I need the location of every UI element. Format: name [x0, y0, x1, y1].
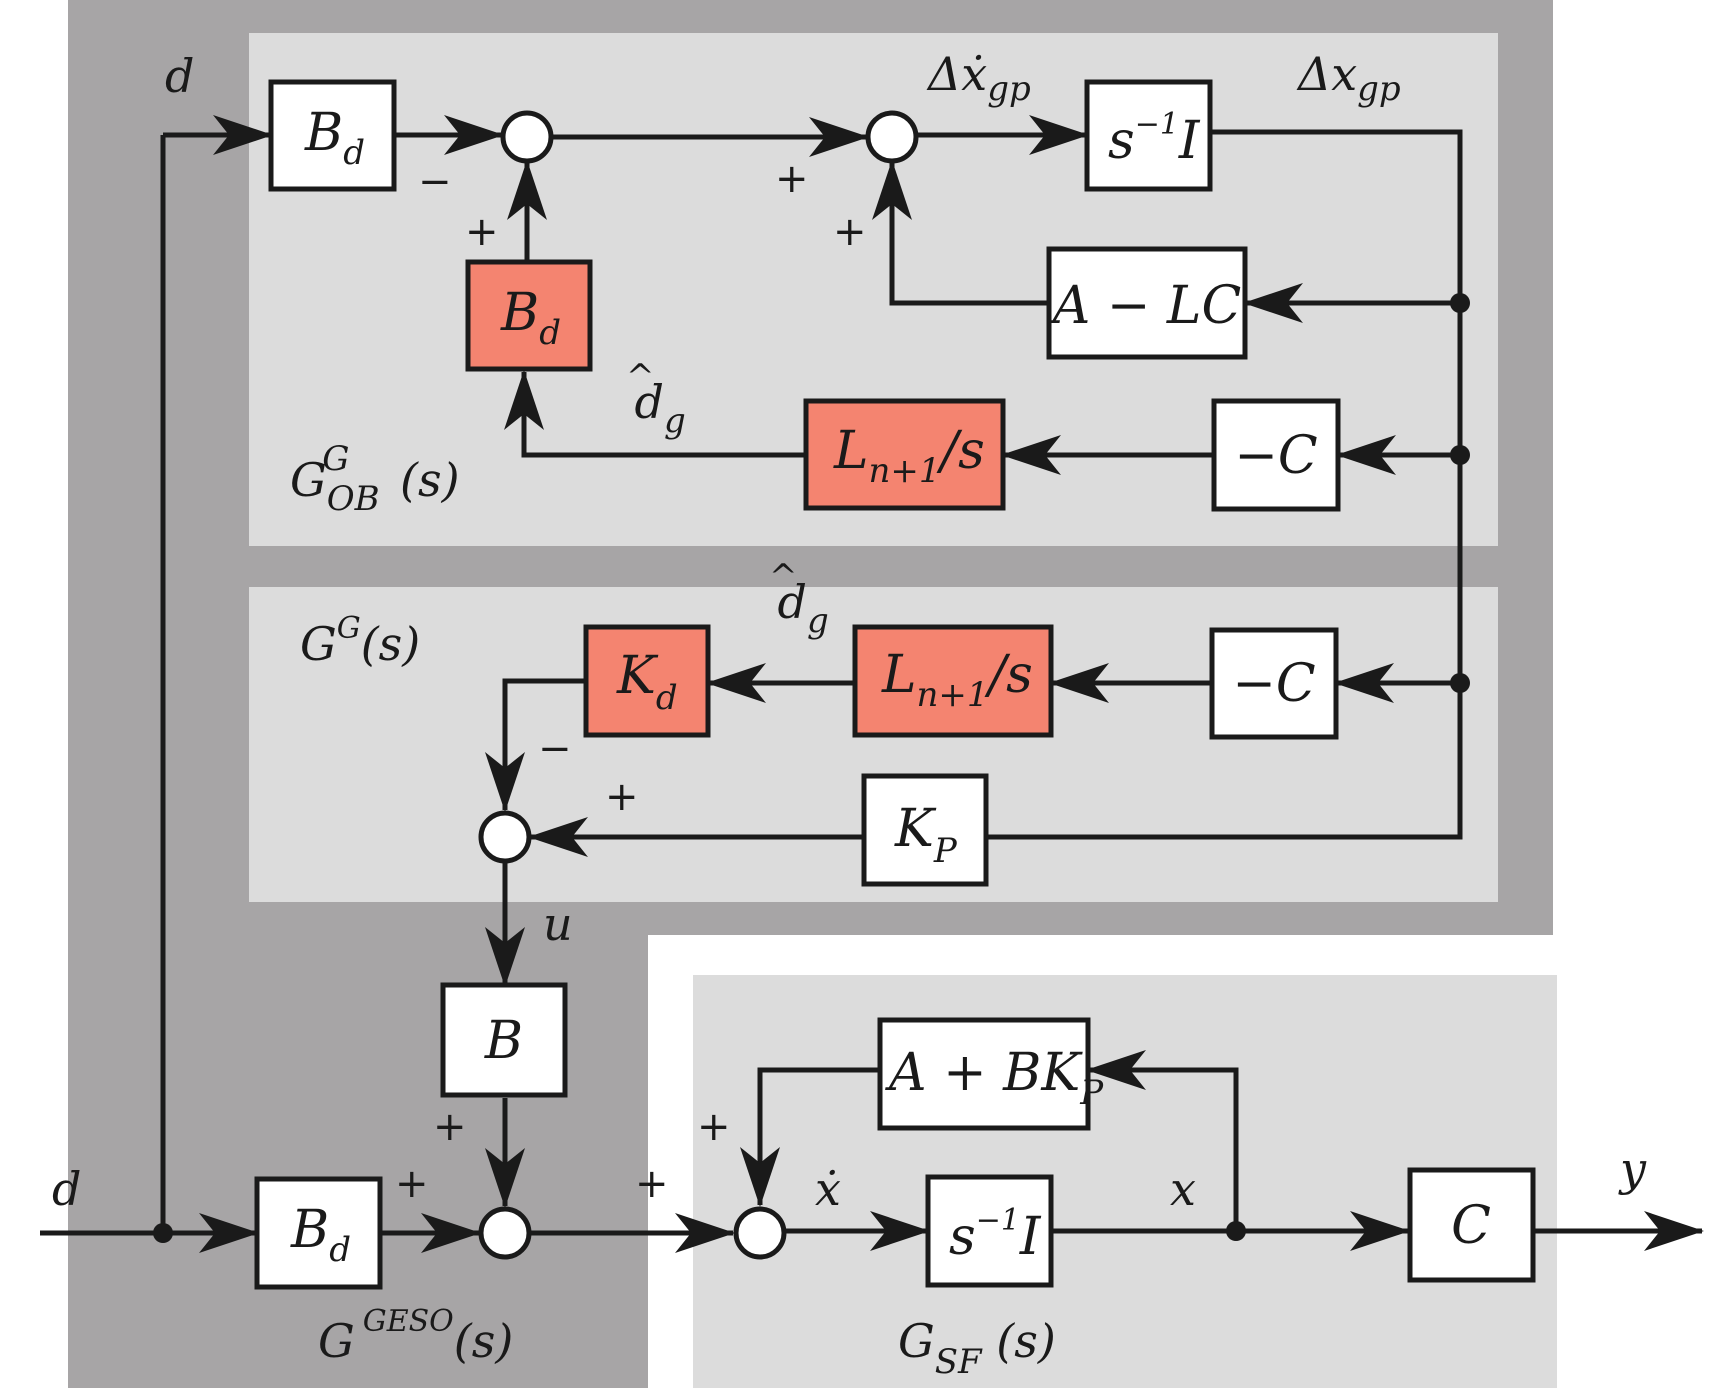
- signal-u: u: [543, 897, 573, 951]
- signal-d-top: d: [165, 49, 194, 103]
- wire-integrator-out: [984, 129, 1463, 840]
- block-minus-c-top: [1211, 398, 1341, 512]
- block-bd-top: [268, 79, 397, 192]
- junction-dot: [1226, 1221, 1246, 1241]
- block-ln1-top-label: Ln+1/s: [833, 421, 985, 491]
- sum-junction-1: [500, 110, 554, 164]
- sign-sum1-bottom: +: [465, 209, 499, 255]
- block-minus-c-top-label: −C: [1234, 426, 1317, 486]
- sign-sum4-left: +: [395, 1161, 429, 1207]
- block-a-minus-lc-label: A − LC: [1049, 276, 1242, 336]
- block-minus-c-mid: [1209, 627, 1339, 740]
- sign-sum5-left: +: [635, 1161, 669, 1207]
- block-integrator-bottom: [925, 1174, 1054, 1288]
- block-kp-label: KP: [894, 799, 958, 871]
- block-ln1-mid-label: Ln+1/s: [881, 645, 1033, 715]
- wire-ln1-top-to-bd: [504, 370, 806, 458]
- block-c-label: C: [1451, 1196, 1491, 1256]
- region-label-gain: GG(s): [300, 611, 420, 671]
- block-b-label: B: [484, 1011, 523, 1071]
- block-minus-c-mid-label: −C: [1232, 654, 1315, 714]
- block-bd-bottom: [254, 1176, 383, 1290]
- signal-y: y: [1618, 1142, 1647, 1196]
- block-bd-bottom-label: Bd: [290, 1200, 351, 1270]
- block-bd-feedback: [465, 259, 593, 372]
- junction-dot: [1450, 293, 1470, 313]
- block-a-plus-bkp: [877, 1017, 1091, 1131]
- wire-kd-to-sum3: [485, 678, 586, 812]
- block-a-minus-lc: [1046, 246, 1248, 360]
- signal-d-hat-mid: ^dg: [769, 557, 829, 641]
- block-integrator-top-label: s−1I: [1108, 107, 1201, 171]
- sum-junction-3: [478, 810, 532, 864]
- block-kd: [583, 624, 711, 738]
- signal-d-hat-top: ^dg: [626, 357, 686, 441]
- block-integrator-top: [1084, 79, 1213, 192]
- signal-x: x: [1170, 1162, 1196, 1216]
- block-ln1-mid: [852, 624, 1054, 738]
- sum-junction-5: [733, 1206, 787, 1260]
- block-b: [440, 982, 568, 1098]
- sign-sum2-left: +: [775, 156, 809, 202]
- block-bd-top-label: Bd: [304, 103, 365, 173]
- junction-dot: [1450, 673, 1470, 693]
- signal-x-dot: ẋ: [815, 1162, 841, 1216]
- sign-sum2-bottom: +: [833, 209, 867, 255]
- block-bd-feedback-label: Bd: [500, 283, 561, 353]
- sum-junction-2: [865, 110, 919, 164]
- block-a-plus-bkp-label: A + BKP: [885, 1043, 1104, 1113]
- signal-d-bottom: d: [52, 1162, 81, 1216]
- sign-sum3-top: −: [538, 726, 572, 772]
- sign-sum3-right: +: [605, 774, 639, 820]
- block-integrator-bottom-label: s−1I: [949, 1203, 1042, 1267]
- sign-sum1-left: −: [418, 159, 452, 205]
- sign-sum5-top: +: [697, 1104, 731, 1150]
- block-ln1-top: [803, 398, 1006, 511]
- wire-x-feedback: [1086, 1050, 1239, 1231]
- block-kp: [861, 773, 989, 887]
- block-c: [1407, 1167, 1536, 1283]
- block-kd-label: Kd: [616, 646, 678, 718]
- sign-sum4-top: +: [433, 1104, 467, 1150]
- wire-a-minus-lc-to-sum2: [872, 160, 1049, 306]
- junction-dot: [1450, 445, 1470, 465]
- junction-dot: [153, 1223, 173, 1243]
- sum-junction-4: [478, 1206, 532, 1260]
- wire-a-plus-bkp-to-sum5: [740, 1067, 880, 1207]
